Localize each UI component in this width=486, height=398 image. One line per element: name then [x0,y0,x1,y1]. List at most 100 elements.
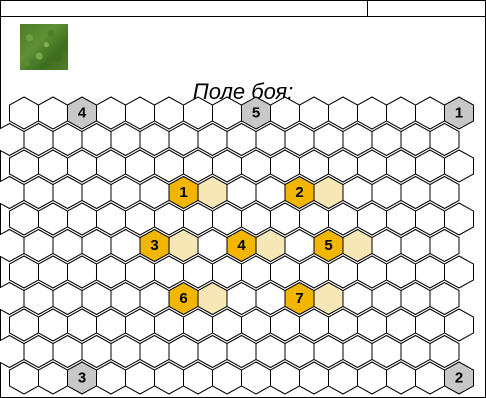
unit-adjacent-hex[interactable] [198,177,227,209]
hex-cell[interactable] [387,256,416,288]
hex-cell[interactable] [198,230,227,262]
hex-cell[interactable] [198,336,227,368]
hex-cell[interactable] [416,362,445,394]
hex-cell[interactable] [140,283,169,315]
hex-cell[interactable] [82,230,111,262]
hex-cell[interactable] [329,150,358,182]
hex-cell[interactable] [97,362,126,394]
hex-cell[interactable] [242,150,271,182]
hex-cell[interactable] [271,362,300,394]
hex-cell[interactable] [169,124,198,156]
hex-cell[interactable] [358,256,387,288]
hex-cell[interactable] [140,177,169,209]
hex-cell[interactable] [401,177,430,209]
hex-cell[interactable] [256,177,285,209]
hex-cell[interactable] [24,124,53,156]
hex-cell[interactable] [111,177,140,209]
hex-cell[interactable] [10,309,39,341]
hex-cell[interactable] [39,362,68,394]
hex-cell[interactable] [329,309,358,341]
hex-cell[interactable] [39,150,68,182]
hex-cell[interactable] [68,256,97,288]
hex-cell[interactable] [184,309,213,341]
hex-cell[interactable] [430,336,459,368]
hex-cell[interactable] [430,124,459,156]
hex-cell[interactable] [358,97,387,129]
hex-cell[interactable] [10,150,39,182]
hex-cell[interactable] [358,203,387,235]
hex-cell[interactable] [68,309,97,341]
hex-cell[interactable] [10,97,39,129]
hex-cell[interactable] [39,309,68,341]
hex-cell[interactable] [227,283,256,315]
hex-cell[interactable] [401,124,430,156]
hex-cell[interactable] [358,309,387,341]
hex-cell[interactable] [387,150,416,182]
hex-cell[interactable] [82,177,111,209]
hex-cell[interactable] [445,150,474,182]
hex-cell[interactable] [53,124,82,156]
hex-cell[interactable] [155,362,184,394]
unit-adjacent-hex[interactable] [169,230,198,262]
hex-cell[interactable] [271,256,300,288]
hex-cell[interactable] [358,150,387,182]
hex-cell[interactable] [111,283,140,315]
unit-adjacent-hex[interactable] [343,230,372,262]
hex-cell[interactable] [184,256,213,288]
hex-cell[interactable] [227,124,256,156]
hex-cell[interactable] [285,336,314,368]
hex-cell[interactable] [126,150,155,182]
hex-cell[interactable] [343,336,372,368]
hex-cell[interactable] [184,150,213,182]
hex-cell[interactable] [445,256,474,288]
hex-cell[interactable] [126,256,155,288]
unit-adjacent-hex[interactable] [314,283,343,315]
hex-cell[interactable] [24,283,53,315]
hex-cell[interactable] [126,203,155,235]
hex-cell[interactable] [155,97,184,129]
hex-cell[interactable] [256,283,285,315]
hex-cell[interactable] [111,336,140,368]
hex-cell[interactable] [300,309,329,341]
hex-cell[interactable] [227,336,256,368]
hex-cell[interactable] [68,203,97,235]
hex-cell[interactable] [0,124,24,156]
hex-cell[interactable] [329,256,358,288]
hex-cell[interactable] [155,150,184,182]
hex-cell[interactable] [358,362,387,394]
unit-adjacent-hex[interactable] [198,283,227,315]
unit-adjacent-hex[interactable] [256,230,285,262]
hex-cell[interactable] [372,230,401,262]
hex-cell[interactable] [300,256,329,288]
hex-cell[interactable] [285,124,314,156]
hex-cell[interactable] [430,283,459,315]
hex-cell[interactable] [0,230,24,262]
hex-cell[interactable] [213,150,242,182]
hex-cell[interactable] [140,336,169,368]
hex-cell[interactable] [39,256,68,288]
hex-cell[interactable] [372,124,401,156]
hex-cell[interactable] [372,336,401,368]
hex-cell[interactable] [0,177,24,209]
unit-adjacent-hex[interactable] [314,177,343,209]
hex-cell[interactable] [184,97,213,129]
hex-cell[interactable] [256,336,285,368]
hex-cell[interactable] [416,256,445,288]
hex-cell[interactable] [242,309,271,341]
hex-cell[interactable] [416,150,445,182]
hex-cell[interactable] [97,203,126,235]
hex-cell[interactable] [372,177,401,209]
hex-cell[interactable] [300,362,329,394]
hex-cell[interactable] [53,283,82,315]
hex-cell[interactable] [242,362,271,394]
hex-cell[interactable] [53,230,82,262]
hex-cell[interactable] [0,283,24,315]
hex-cell[interactable] [213,256,242,288]
hex-cell[interactable] [416,97,445,129]
hex-cell[interactable] [387,203,416,235]
hex-cell[interactable] [445,309,474,341]
hex-cell[interactable] [343,177,372,209]
hex-cell[interactable] [401,283,430,315]
hex-cell[interactable] [285,230,314,262]
hex-cell[interactable] [387,362,416,394]
